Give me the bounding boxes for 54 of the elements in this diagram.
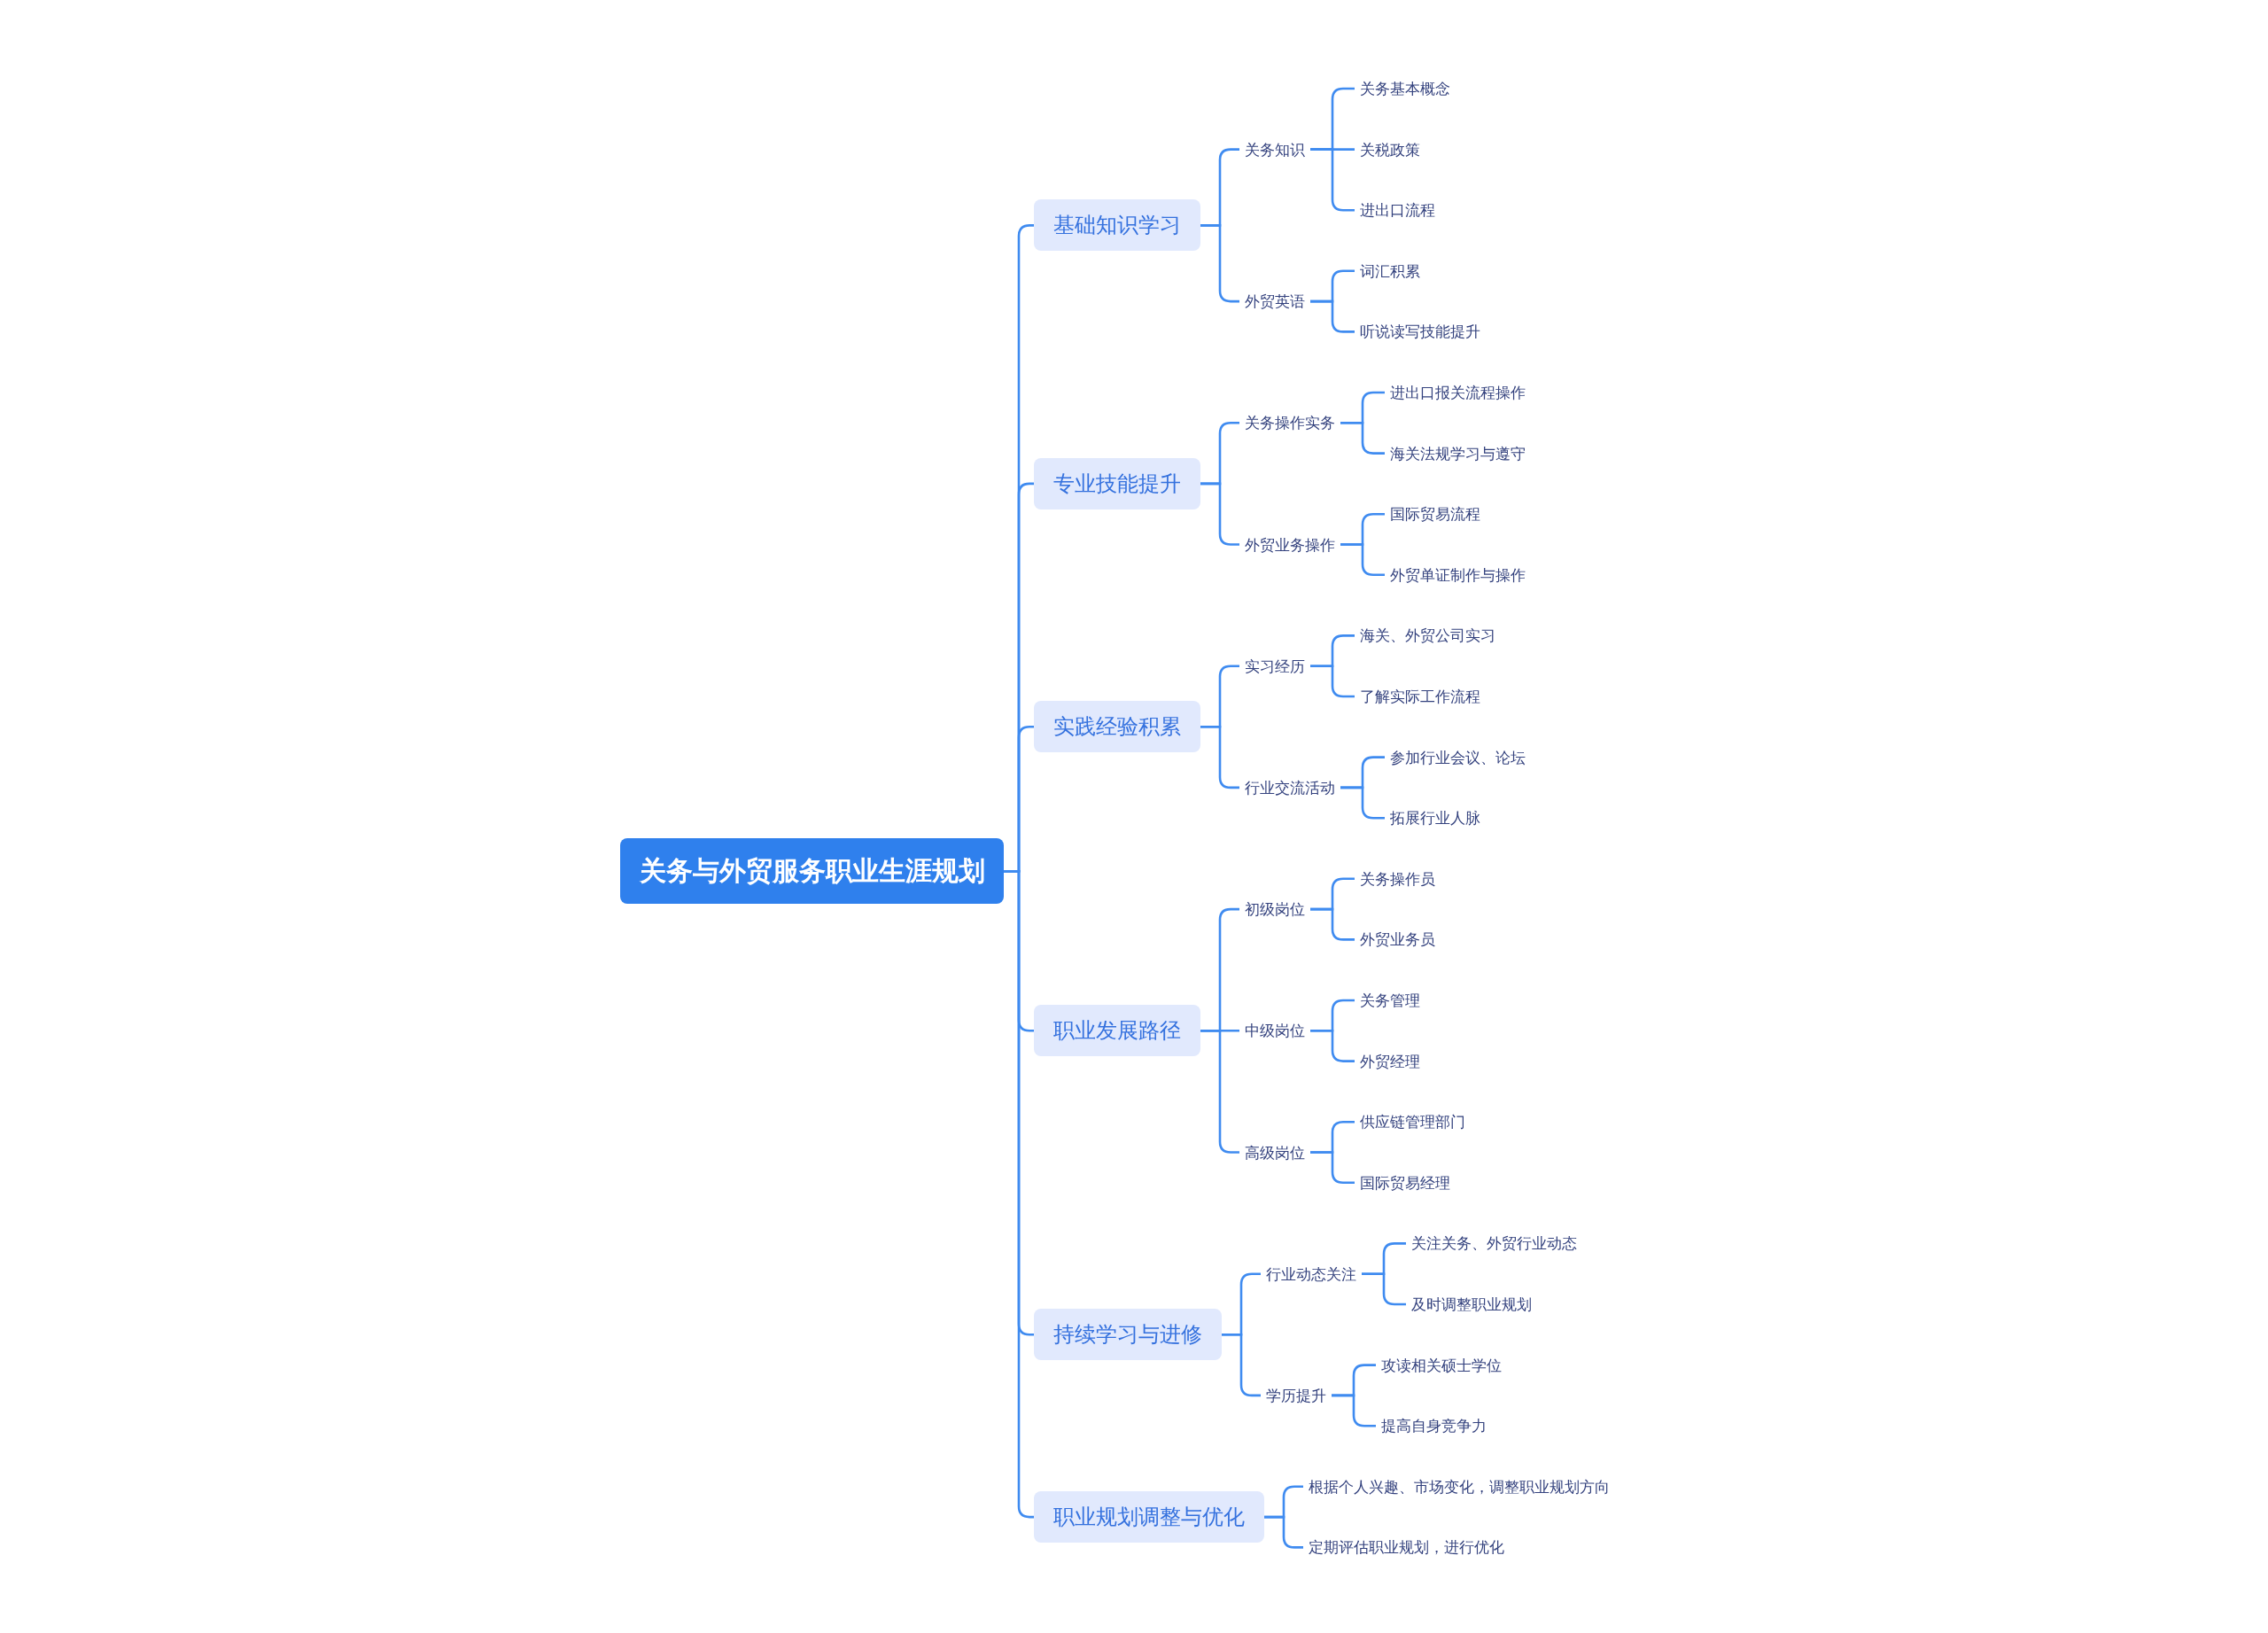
leaf-topic-label: 攻读相关硕士学位 — [1376, 1353, 1507, 1377]
connector-line — [1310, 299, 1355, 333]
subtopic-label: 外贸业务操作 — [1239, 533, 1340, 556]
leaf-topic-label: 关税政策 — [1355, 137, 1425, 161]
leaf-topic-label: 拓展行业人脉 — [1385, 806, 1486, 830]
leaf-topic-label: 关务管理 — [1355, 989, 1425, 1012]
subtopic-label: 高级岗位 — [1239, 1140, 1310, 1164]
branch-topic-box: 职业发展路径 — [1034, 1005, 1200, 1057]
leaf-topic-label: 供应链管理部门 — [1355, 1110, 1471, 1134]
connector-line — [1264, 1515, 1303, 1549]
leaf-topic-label: 关务基本概念 — [1355, 77, 1456, 100]
branch-topic-box: 专业技能提升 — [1034, 457, 1200, 509]
subtopic-label: 实习经历 — [1239, 654, 1310, 678]
subtopic-label: 关务操作实务 — [1239, 411, 1340, 435]
subtopic-label: 定期评估职业规划，进行优化 — [1303, 1536, 1510, 1559]
leaf-topic-label: 及时调整职业规划 — [1406, 1293, 1537, 1316]
connector-line — [1310, 1030, 1355, 1062]
leaf-topic-label: 词汇积累 — [1355, 259, 1425, 283]
subtopic-label: 根据个人兴趣、市场变化，调整职业规划方向 — [1303, 1474, 1615, 1498]
leaf-topic-label: 外贸单证制作与操作 — [1385, 563, 1531, 587]
leaf-topic-label: 参加行业会议、论坛 — [1385, 745, 1531, 769]
connector-line — [1310, 665, 1355, 698]
subtopic-label: 学历提升 — [1261, 1383, 1332, 1407]
leaf-topic-label: 关务操作员 — [1355, 867, 1441, 890]
leaf-topic-label: 了解实际工作流程 — [1355, 685, 1486, 708]
leaf-topic-label: 外贸经理 — [1355, 1049, 1425, 1073]
connector-line — [1340, 786, 1385, 820]
subtopic-label: 关务知识 — [1239, 137, 1310, 161]
subtopic-label: 行业交流活动 — [1239, 775, 1340, 799]
subtopic-label: 中级岗位 — [1239, 1019, 1310, 1043]
leaf-topic-label: 提高自身竞争力 — [1376, 1414, 1492, 1438]
leaf-topic-label: 海关法规学习与遵守 — [1385, 441, 1531, 465]
subtopic-label: 外贸英语 — [1239, 290, 1310, 314]
subtopic-label: 初级岗位 — [1239, 898, 1310, 921]
leaf-topic-label: 国际贸易经理 — [1355, 1170, 1456, 1194]
branch-topic-box: 职业规划调整与优化 — [1034, 1491, 1264, 1544]
root-topic-box: 关务与外贸服务职业生涯规划 — [620, 838, 1004, 905]
branch-topic-box: 实践经验积累 — [1034, 701, 1200, 753]
leaf-topic-label: 国际贸易流程 — [1385, 502, 1486, 526]
connector-line — [1362, 1272, 1406, 1306]
connector-line — [1340, 543, 1385, 577]
leaf-topic-label: 进出口流程 — [1355, 198, 1441, 222]
leaf-topic-label: 外贸业务员 — [1355, 928, 1441, 952]
leaf-topic-label: 关注关务、外贸行业动态 — [1406, 1232, 1582, 1256]
leaf-topic-label: 听说读写技能提升 — [1355, 320, 1486, 344]
branch-topic-box: 基础知识学习 — [1034, 199, 1200, 252]
subtopic-label: 行业动态关注 — [1261, 1262, 1362, 1286]
leaf-topic-label: 海关、外贸公司实习 — [1355, 624, 1501, 648]
branch-topic-box: 持续学习与进修 — [1034, 1309, 1222, 1361]
connector-line — [1310, 907, 1355, 941]
connector-line — [1332, 1394, 1376, 1427]
connector-line — [1310, 1151, 1355, 1185]
connector-line — [1340, 422, 1385, 455]
leaf-topic-label: 进出口报关流程操作 — [1385, 381, 1531, 404]
